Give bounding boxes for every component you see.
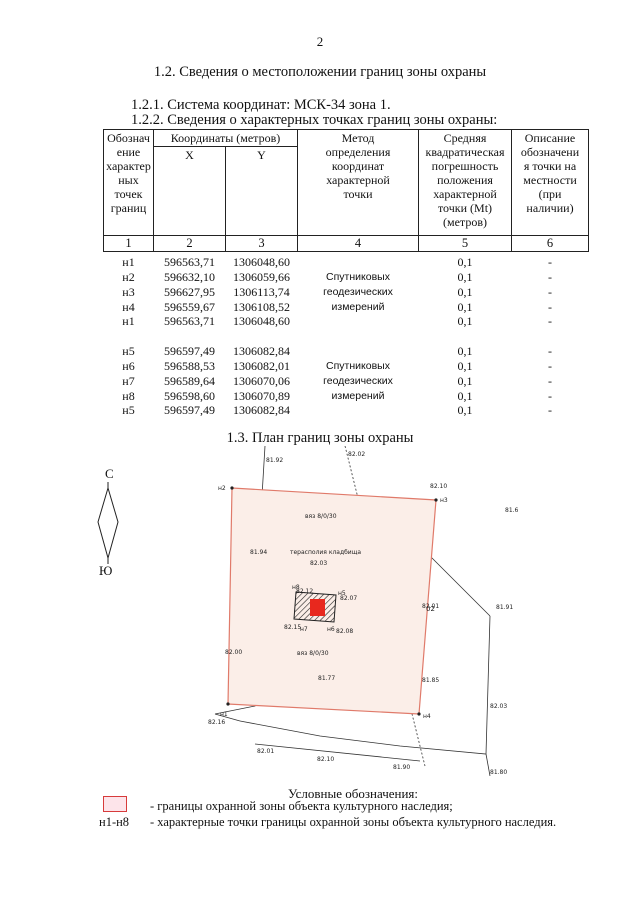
col-number: 5 [418,235,512,252]
col-number: 1 [103,235,154,252]
plan-label-n7: н7 [300,626,308,633]
elevation-label: 82.02 [348,451,365,458]
plan-label-terrace: терасполия кладбища [290,549,361,556]
legend-points-code: н1-н8 [99,815,130,829]
elevation-label: 81.91 [496,604,513,611]
plan-label-n1: н1 [220,711,228,718]
plan-label-n4: н4 [423,713,431,720]
elevation-label: 81.92 [266,457,283,464]
plan-label-vyaz-2: вяз 8/0/30 [297,650,329,657]
elevation-label: 81.77 [318,675,335,682]
elevation-label: 82.16 [208,719,225,726]
header-y: Y [225,146,298,236]
elevation-label: 81.90 [393,764,410,771]
object-core [310,599,325,616]
elevation-label: 82.10 [430,483,447,490]
elevation-label: 81.80 [490,769,507,776]
plan-label-vyaz-1: вяз 8/0/30 [305,513,337,520]
elevation-label: 82.01 [422,603,439,610]
plan-label-n6: н6 [327,626,335,633]
compass-icon [97,482,119,564]
elevation-label: 82.07 [340,595,357,602]
plan-label-n5: н5 [338,590,346,597]
plan-label-n8: н8 [292,584,300,591]
elevation-label: 82.08 [336,628,353,635]
header-x: X [153,146,226,236]
elevation-label: 82.01 [257,748,274,755]
elevation-label: 82.10 [317,756,334,763]
legend-zone-text: - границы охранной зоны объекта культурн… [150,799,453,813]
elevation-label: 81.85 [422,677,439,684]
legend-points-text: - характерные точки границы охранной зон… [150,815,557,829]
legend-zone-swatch [103,796,127,812]
boundary-plan: н2 н3 н4 н1 н8 н5 н6 н7 вяз 8/0/30 вяз 8… [208,446,519,776]
elevation-label: 82.03 [310,560,327,567]
plan-label-n2: н2 [218,485,226,492]
compass-north-label: С [105,466,114,481]
col-number: 3 [225,235,298,252]
elevation-label: 82.03 [490,703,507,710]
page-number: 2 [316,34,324,49]
col-number: 4 [297,235,419,252]
plan-label-n3: н3 [440,497,448,504]
section-heading-1-3: 1.3. План границ зоны охраны [226,430,414,446]
col-number: 2 [153,235,226,252]
section-heading-1-2-1: 1.2.1. Система координат: МСК-34 зона 1. [131,97,391,113]
col-number: 6 [511,235,589,252]
section-heading-1-2: 1.2. Сведения о местоположении границ зо… [153,64,487,80]
elevation-label: 82.15 [284,624,301,631]
elevation-label: 82.00 [225,649,242,656]
elevation-label: 82.12 [296,588,313,595]
legend-title: Условные обозначения: [288,786,419,801]
plan-label: 02 [426,605,435,613]
elevation-label: 81.94 [250,549,267,556]
header-coordinates: Координаты (метров) [153,129,298,147]
compass-south-label: Ю [99,563,113,578]
section-heading-1-2-2: 1.2.2. Сведения о характерных точках гра… [131,112,498,128]
parcel-line [239,615,491,755]
elevation-label: 81.6 [505,507,519,514]
